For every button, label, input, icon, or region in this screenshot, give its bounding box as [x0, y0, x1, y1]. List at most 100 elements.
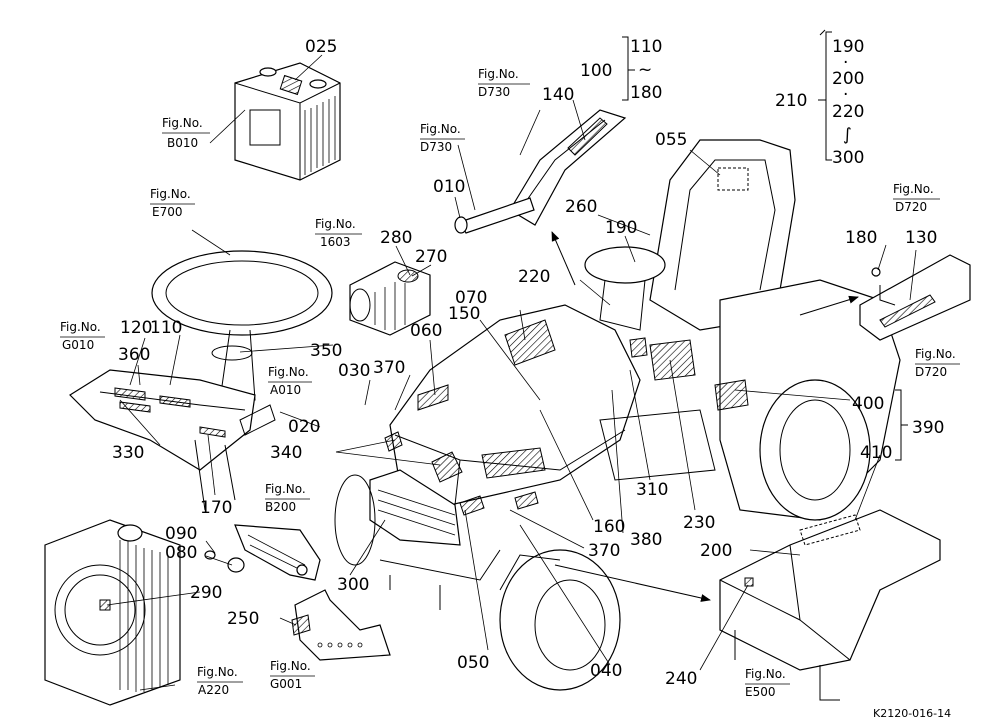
part-090[interactable]: 090 — [165, 524, 197, 544]
svg-text:G001: G001 — [270, 677, 302, 691]
part-200[interactable]: 200 — [700, 541, 732, 561]
part-190[interactable]: 190 — [605, 218, 637, 238]
part-080[interactable]: 080 — [165, 543, 197, 563]
steering-wheel-illustration — [151, 250, 333, 401]
part-130[interactable]: 130 — [905, 228, 937, 248]
fig-ref-e700[interactable]: Fig.No. E700 — [150, 187, 195, 219]
tilde-100: ~ — [638, 60, 652, 80]
svg-text:G010: G010 — [62, 338, 94, 352]
part-030[interactable]: 030 — [338, 361, 370, 381]
part-290[interactable]: 290 — [190, 583, 222, 603]
fig-ref-e500[interactable]: Fig.No. E500 — [745, 667, 790, 699]
part-140[interactable]: 140 — [542, 85, 574, 105]
svg-text:Fig.No.: Fig.No. — [265, 482, 306, 496]
part-190-group[interactable]: 190 — [832, 37, 864, 57]
fig-ref-g010[interactable]: Fig.No. G010 — [60, 320, 105, 352]
fig-ref-b200[interactable]: Fig.No. B200 — [265, 482, 310, 514]
svg-text:Fig.No.: Fig.No. — [197, 665, 238, 679]
leader-lines — [106, 54, 917, 691]
part-350[interactable]: 350 — [310, 341, 342, 361]
part-310[interactable]: 310 — [636, 480, 668, 500]
svg-text:Fig.No.: Fig.No. — [478, 67, 519, 81]
part-360[interactable]: 360 — [118, 345, 150, 365]
part-100[interactable]: 100 — [580, 61, 612, 81]
part-120[interactable]: 120 — [120, 318, 152, 338]
svg-text:A220: A220 — [198, 683, 229, 697]
dot-210-2: · — [843, 85, 848, 105]
part-180-group[interactable]: 180 — [630, 83, 662, 103]
fig-ref-g001[interactable]: Fig.No. G001 — [270, 659, 315, 691]
svg-text:D730: D730 — [478, 85, 510, 99]
fig-ref-d720-top[interactable]: Fig.No. D720 — [893, 182, 940, 214]
fig-ref-b010[interactable]: Fig.No. B010 — [162, 116, 210, 150]
fig-ref-d730-top[interactable]: Fig.No. D730 — [478, 67, 530, 99]
svg-text:D730: D730 — [420, 140, 452, 154]
svg-text:Fig.No.: Fig.No. — [60, 320, 101, 334]
part-110-group[interactable]: 110 — [630, 37, 662, 57]
part-220-group[interactable]: 220 — [832, 102, 864, 122]
part-240[interactable]: 240 — [665, 669, 697, 689]
part-300-group[interactable]: 300 — [832, 148, 864, 168]
fig-ref-a220[interactable]: Fig.No. A220 — [197, 665, 243, 697]
lever-illustration — [454, 109, 627, 234]
part-060[interactable]: 060 — [410, 321, 442, 341]
part-270[interactable]: 270 — [415, 247, 447, 267]
part-170[interactable]: 170 — [200, 498, 232, 518]
part-220[interactable]: 220 — [518, 267, 550, 287]
part-260[interactable]: 260 — [565, 197, 597, 217]
part-025[interactable]: 025 — [305, 37, 337, 57]
dash-panel-illustration — [69, 369, 276, 511]
part-390[interactable]: 390 — [912, 418, 944, 438]
svg-text:Fig.No.: Fig.No. — [745, 667, 786, 681]
part-070[interactable]: 070 — [455, 288, 487, 308]
part-370-b[interactable]: 370 — [588, 541, 620, 561]
battery-illustration — [234, 62, 341, 181]
tractor-body-illustration — [334, 139, 901, 691]
part-210[interactable]: 210 — [775, 91, 807, 111]
part-330[interactable]: 330 — [112, 443, 144, 463]
fig-ref-1603[interactable]: Fig.No. 1603 — [315, 217, 362, 249]
svg-text:B200: B200 — [265, 500, 296, 514]
svg-text:Fig.No.: Fig.No. — [162, 116, 203, 130]
svg-text:Fig.No.: Fig.No. — [315, 217, 356, 231]
part-380[interactable]: 380 — [630, 530, 662, 550]
part-050[interactable]: 050 — [457, 653, 489, 673]
part-020[interactable]: 020 — [288, 417, 320, 437]
svg-text:E700: E700 — [152, 205, 183, 219]
part-180[interactable]: 180 — [845, 228, 877, 248]
part-110[interactable]: 110 — [150, 318, 182, 338]
svg-text:D720: D720 — [895, 200, 927, 214]
fig-ref-d720-bottom[interactable]: Fig.No. D720 — [915, 347, 960, 379]
part-040[interactable]: 040 — [590, 661, 622, 681]
fig-ref-a010[interactable]: Fig.No. A010 — [268, 365, 312, 397]
part-370[interactable]: 370 — [373, 358, 405, 378]
part-410[interactable]: 410 — [860, 443, 892, 463]
svg-text:A010: A010 — [270, 383, 301, 397]
svg-text:Fig.No.: Fig.No. — [268, 365, 309, 379]
gear-shift-illustration — [859, 254, 971, 341]
part-200-group[interactable]: 200 — [832, 69, 864, 89]
svg-text:Fig.No.: Fig.No. — [270, 659, 311, 673]
svg-text:Fig.No.: Fig.No. — [150, 187, 191, 201]
arrows — [551, 231, 859, 602]
part-250[interactable]: 250 — [227, 609, 259, 629]
svg-text:1603: 1603 — [320, 235, 351, 249]
part-055[interactable]: 055 — [655, 130, 687, 150]
part-labels: 025 100 110 ~ 180 140 010 055 210 190 · … — [112, 37, 944, 689]
rear-frame-illustration — [719, 509, 941, 701]
part-340[interactable]: 340 — [270, 443, 302, 463]
fig-ref-d730[interactable]: Fig.No. D730 — [420, 122, 465, 154]
part-010[interactable]: 010 — [433, 177, 465, 197]
svg-text:B010: B010 — [167, 136, 198, 150]
part-280[interactable]: 280 — [380, 228, 412, 248]
part-150[interactable]: 150 — [448, 304, 480, 324]
part-300[interactable]: 300 — [337, 575, 369, 595]
svg-text:Fig.No.: Fig.No. — [420, 122, 461, 136]
part-400[interactable]: 400 — [852, 394, 884, 414]
part-160[interactable]: 160 — [593, 517, 625, 537]
svg-text:Fig.No.: Fig.No. — [893, 182, 934, 196]
headlight-illustration — [234, 524, 321, 581]
part-230[interactable]: 230 — [683, 513, 715, 533]
svg-text:E500: E500 — [745, 685, 776, 699]
